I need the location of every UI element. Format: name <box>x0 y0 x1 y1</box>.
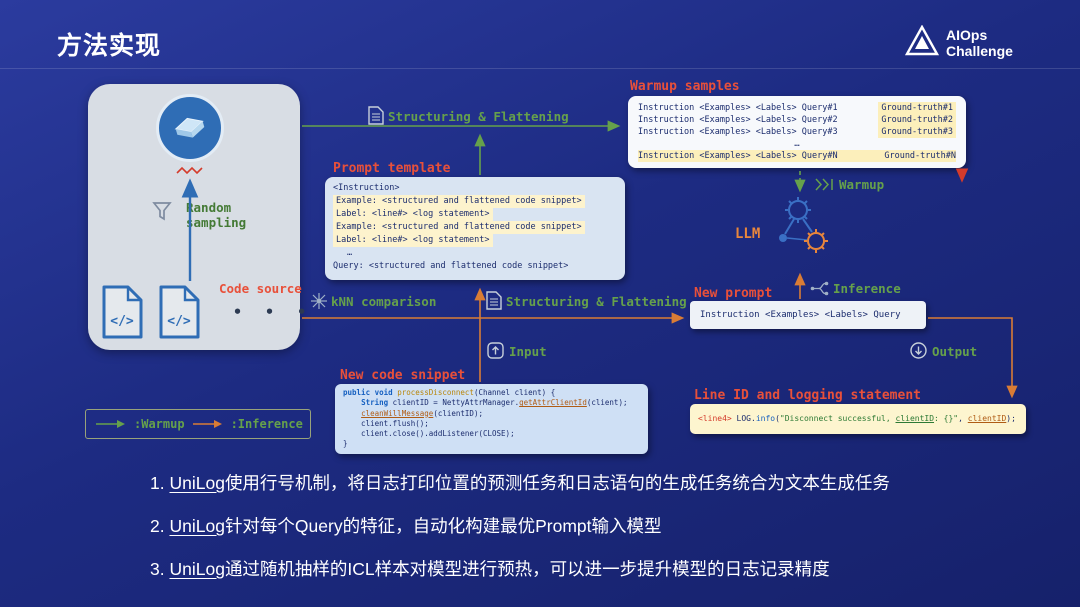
warmup-arrow-icon <box>96 418 126 430</box>
prompt-line: Query: <structured and flattened code sn… <box>333 261 569 271</box>
inference-arrow-icon <box>192 418 223 430</box>
warmup-samples-title: Warmup samples <box>630 79 740 94</box>
brand-unilog: UniLog <box>169 473 225 493</box>
aiops-logo-icon <box>905 25 939 57</box>
prompt-line: Example: <structured and flattened code … <box>333 195 585 208</box>
svg-text:</>: </> <box>167 314 191 329</box>
document-icon <box>486 291 502 310</box>
more-sources-dots: • • • <box>233 303 314 321</box>
logo-text: AIOps Challenge <box>946 27 1013 59</box>
note-item: 3. UniLog通过随机抽样的ICL样本对模型进行预热，可以进一步提升模型的日… <box>150 559 830 579</box>
prompt-line-ellipsis: … <box>347 248 353 258</box>
logo-line2: Challenge <box>946 43 1013 59</box>
prompt-line: <Instruction> <box>333 183 400 193</box>
output-label: Output <box>932 344 978 359</box>
new-prompt-box: Instruction <Examples> <Labels> Query <box>690 301 926 329</box>
legend-box: :Warmup :Inference <box>85 409 311 439</box>
structuring-flattening-mid-label: Structuring & Flattening <box>506 294 687 309</box>
prompt-line: Example: <structured and flattened code … <box>333 221 585 234</box>
output-icon <box>910 342 927 359</box>
warmup-samples-ellipsis: … <box>794 139 800 149</box>
line-id-title: Line ID and logging statement <box>694 388 921 403</box>
code-source-label: Code source <box>219 281 302 296</box>
note-item: 1. UniLog使用行号机制，将日志打印位置的预测任务和日志语句的生成任务统合… <box>150 473 890 493</box>
brand-unilog: UniLog <box>169 516 225 536</box>
new-prompt-title: New prompt <box>694 286 773 301</box>
document-icon <box>368 106 384 125</box>
llm-label: LLM <box>735 226 761 242</box>
legend-warmup-label: :Warmup <box>134 417 185 431</box>
logging-statement-box: <line4> LOG.info("Disconnect successful,… <box>690 404 1026 434</box>
note-item: 2. UniLog针对每个Query的特征，自动化构建最优Prompt输入模型 <box>150 516 662 536</box>
preheat-icon <box>814 177 835 192</box>
header-divider <box>0 68 1080 69</box>
warmup-label: Warmup <box>839 177 885 192</box>
codebase-node <box>156 94 224 162</box>
prompt-line: Label: <line#> <log statement> <box>333 234 493 247</box>
svg-text:</>: </> <box>110 314 134 329</box>
page-title: 方法实现 <box>57 32 162 60</box>
code-snippet-box: public void processDisconnect(Channel cl… <box>335 384 648 454</box>
prompt-template-title: Prompt template <box>333 161 451 176</box>
zigzag-mark <box>176 166 204 175</box>
input-label: Input <box>509 344 547 359</box>
llm-network-icon <box>766 194 840 270</box>
legend-inference-label: :Inference <box>230 417 303 431</box>
code-file-icon: </> <box>157 284 202 340</box>
knn-comparison-label: kNN comparison <box>331 294 437 309</box>
prompt-template-box: <Instruction> Example: <structured and f… <box>325 177 625 280</box>
new-code-snippet-title: New code snippet <box>340 368 466 383</box>
inference-flow-icon <box>810 280 829 297</box>
brick-icon <box>169 112 211 144</box>
inference-label: Inference <box>833 281 901 296</box>
logo-line1: AIOps <box>946 27 988 43</box>
filter-icon <box>150 199 174 223</box>
code-file-icon: </> <box>100 284 145 340</box>
knn-icon <box>310 292 328 310</box>
brand-unilog: UniLog <box>169 559 225 579</box>
input-icon <box>487 342 504 359</box>
prompt-line: Label: <line#> <log statement> <box>333 208 493 221</box>
structuring-flattening-top-label: Structuring & Flattening <box>388 109 569 124</box>
random-sampling-label: Random sampling <box>186 200 247 230</box>
